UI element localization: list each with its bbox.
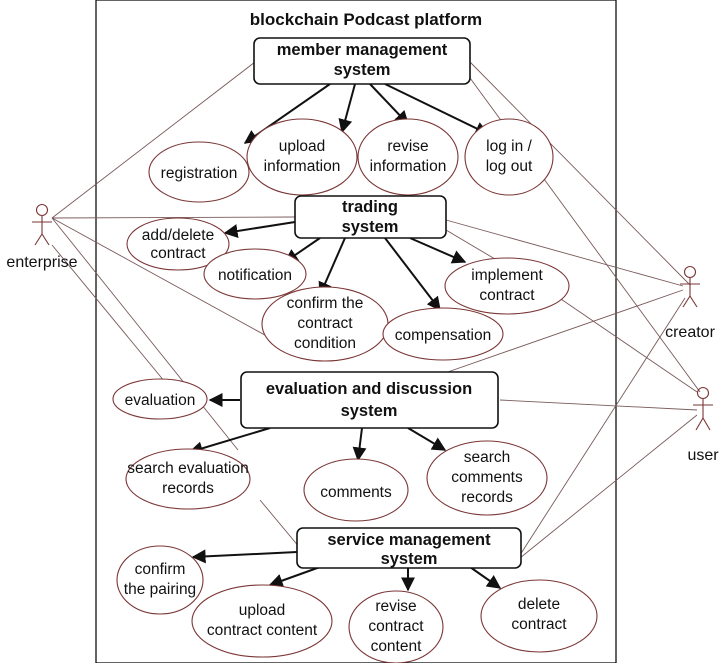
actor-enterprise-label: enterprise [6, 254, 77, 271]
stick-figure-icon [32, 203, 52, 246]
svg-text:evaluation: evaluation [125, 392, 196, 409]
uc-registration: registration [148, 141, 250, 203]
uc-comments: comments [303, 458, 409, 522]
svg-text:log in /log out: log in /log out [486, 138, 533, 175]
svg-text:comments: comments [320, 484, 392, 501]
diagram-title: blockchain Podcast platform [250, 10, 482, 29]
uc-evaluation: evaluation [112, 378, 208, 420]
actor-user: user [687, 386, 719, 464]
actor-user-label: user [687, 447, 719, 464]
svg-text:notification: notification [218, 267, 292, 284]
stick-figure-icon [693, 386, 713, 431]
svg-text:registration: registration [161, 165, 238, 182]
association-lines [51, 61, 701, 559]
svg-text:compensation: compensation [395, 327, 492, 344]
stick-figure-icon [680, 265, 700, 308]
uc-notification: notification [203, 248, 307, 300]
uc-login-logout: log in /log out [464, 118, 554, 196]
system-boundary [95, 0, 617, 663]
actor-creator: creator [665, 265, 716, 341]
actor-creator-label: creator [665, 324, 715, 341]
actor-enterprise: enterprise [6, 203, 78, 271]
uc-compensation: compensation [382, 307, 504, 361]
